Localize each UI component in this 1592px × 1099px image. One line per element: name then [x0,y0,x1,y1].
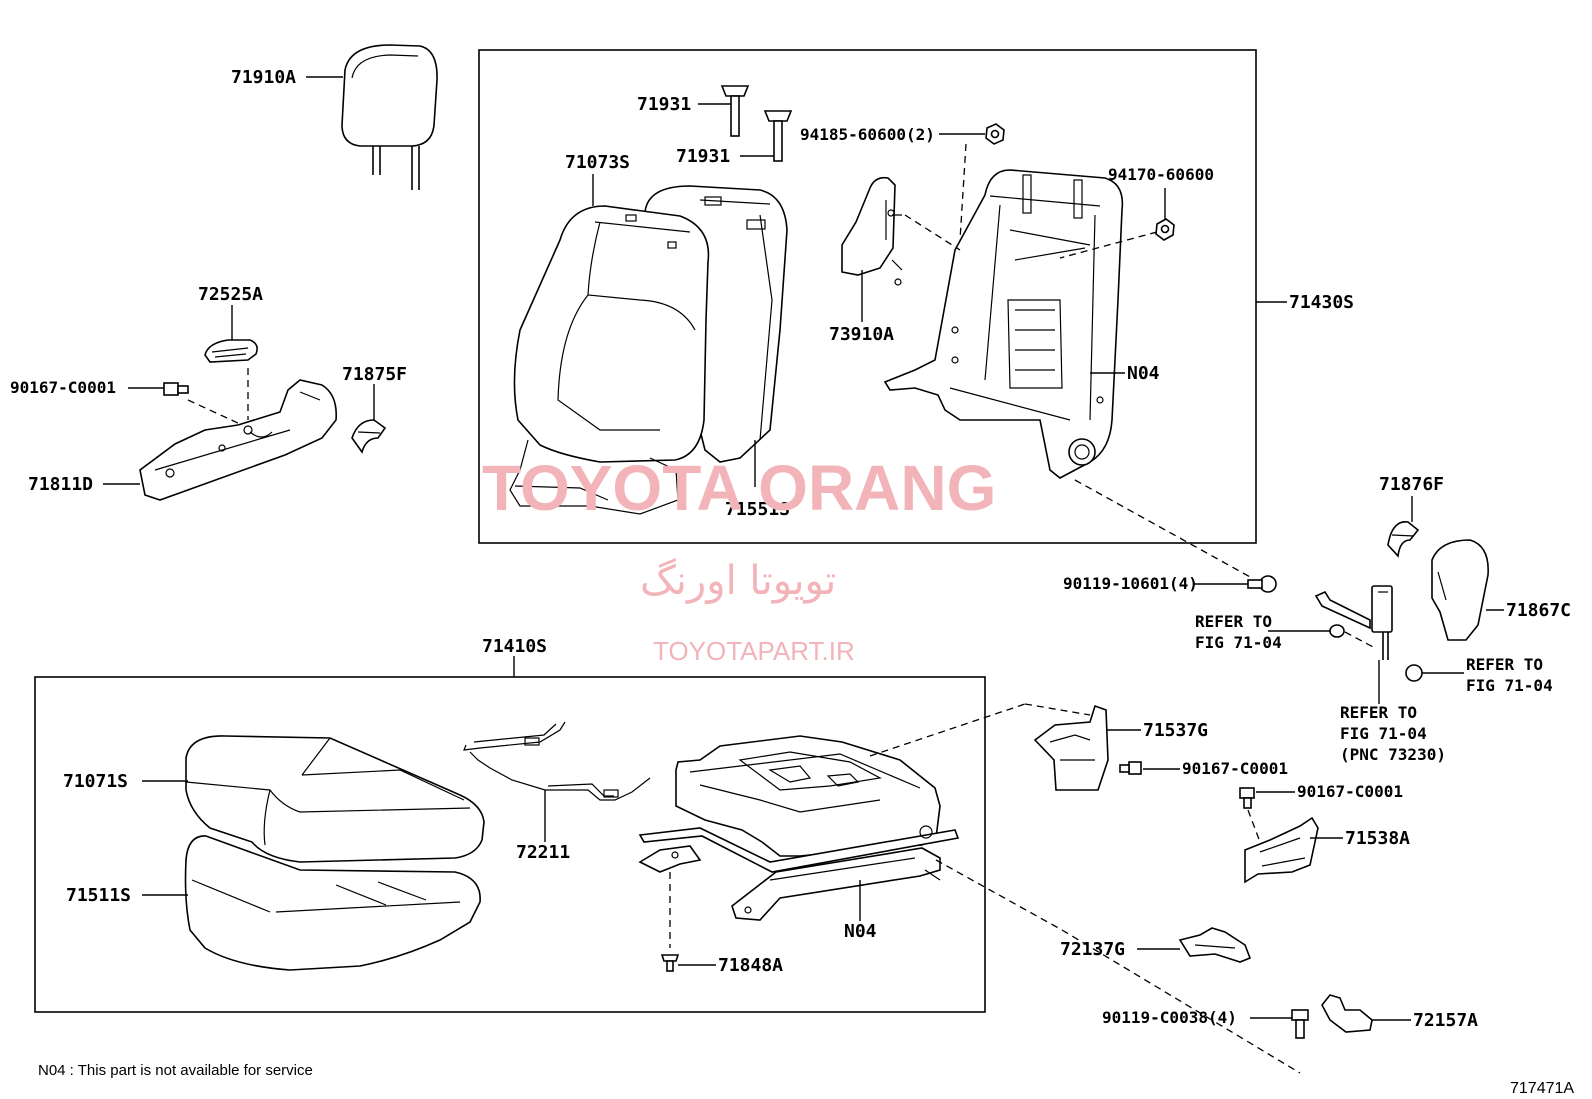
bracket-71538A-part[interactable] [1244,816,1319,884]
seat-wire-part[interactable] [463,721,651,801]
label-94170-60600: 94170-60600 [1108,165,1214,184]
seatback-frame-part[interactable] [883,169,1124,479]
seatback-cover-part[interactable] [509,185,788,515]
label-72137G: 72137G [1060,939,1125,960]
refer-71-04-a-line1: REFER TO [1195,612,1272,631]
pin-71931-a[interactable] [720,85,750,137]
label-71876F: 71876F [1379,474,1444,495]
headrest-part[interactable] [341,44,438,190]
label-71931-a: 71931 [637,94,691,115]
seat-cushion-group-box [34,676,986,1013]
label-71073S: 71073S [565,152,630,173]
hinge-cover-left-part[interactable] [351,419,387,454]
seat-cushion-frame-part[interactable] [638,735,960,921]
label-90167-right: 90167-C0001 [1297,782,1403,801]
seat-belt-buckle-part[interactable] [1314,585,1423,682]
nut-94170-60600[interactable] [1155,218,1175,241]
label-71848A: 71848A [718,955,783,976]
label-72211: 72211 [516,842,570,863]
label-90119-C0038: 90119-C0038(4) [1102,1008,1237,1027]
hinge-cover-right-part[interactable] [1387,521,1420,558]
label-94185-60600: 94185-60600(2) [800,125,935,144]
label-71551S: 71551S [725,499,790,520]
watermark-brand: TOYOTA ORANG [482,452,996,524]
label-71537G: 71537G [1143,720,1208,741]
screw-90167-right[interactable] [1239,787,1255,809]
label-90167-left: 90167-C0001 [10,378,116,397]
seat-side-shield-part[interactable] [139,379,338,501]
label-71538A: 71538A [1345,828,1410,849]
watermark-brand-fa: تویوتا اورنگ [640,558,836,604]
nut-94185-60600[interactable] [985,123,1005,145]
label-71910A: 71910A [231,67,296,88]
refer-71-04-c-line1: REFER TO [1340,703,1417,722]
label-71511S: 71511S [66,885,131,906]
screw-90167-mid[interactable] [1119,761,1142,775]
figure-code: 717471A [1510,1080,1574,1097]
cover-72157A-part[interactable] [1321,994,1373,1033]
label-90167-mid: 90167-C0001 [1182,759,1288,778]
label-72525A: 72525A [198,284,263,305]
watermark-site: TOYOTAPART.IR [653,636,855,666]
label-N04-top: N04 [1127,363,1160,384]
refer-71-04-b-line2: FIG 71-04 [1466,676,1553,695]
label-71071S: 71071S [63,771,128,792]
seat-cushion-cover-part[interactable] [185,735,485,863]
refer-71-04-c-line2: FIG 71-04 [1340,724,1427,743]
refer-71-04-c-line3: (PNC 73230) [1340,745,1446,764]
label-71931-b: 71931 [676,146,730,167]
pin-71931-b[interactable] [763,110,793,162]
label-N04-bottom: N04 [844,921,877,942]
seatback-side-cover-part[interactable] [841,176,903,286]
bolt-71848A[interactable] [660,954,680,972]
label-72157A: 72157A [1413,1010,1478,1031]
cover-72137G-part[interactable] [1178,927,1252,963]
footnote: N04 : This part is not available for ser… [38,1062,313,1079]
recliner-handle-part[interactable] [204,339,258,363]
seatback-group-box [478,49,1257,544]
seat-cushion-pad-part[interactable] [184,835,481,971]
label-71410S: 71410S [482,636,547,657]
label-73910A: 73910A [829,324,894,345]
label-71430S: 71430S [1289,292,1354,313]
bracket-71537G-part[interactable] [1033,704,1109,791]
label-71867C: 71867C [1506,600,1571,621]
side-shield-right-part[interactable] [1431,539,1489,641]
refer-71-04-a-line2: FIG 71-04 [1195,633,1282,652]
label-71875F: 71875F [342,364,407,385]
label-90119-10601: 90119-10601(4) [1063,574,1198,593]
bolt-90119-10601[interactable] [1247,575,1277,593]
bolt-90119-C0038[interactable] [1291,1009,1309,1039]
screw-90167-left[interactable] [163,382,189,396]
refer-71-04-b-line1: REFER TO [1466,655,1543,674]
label-71811D: 71811D [28,474,93,495]
